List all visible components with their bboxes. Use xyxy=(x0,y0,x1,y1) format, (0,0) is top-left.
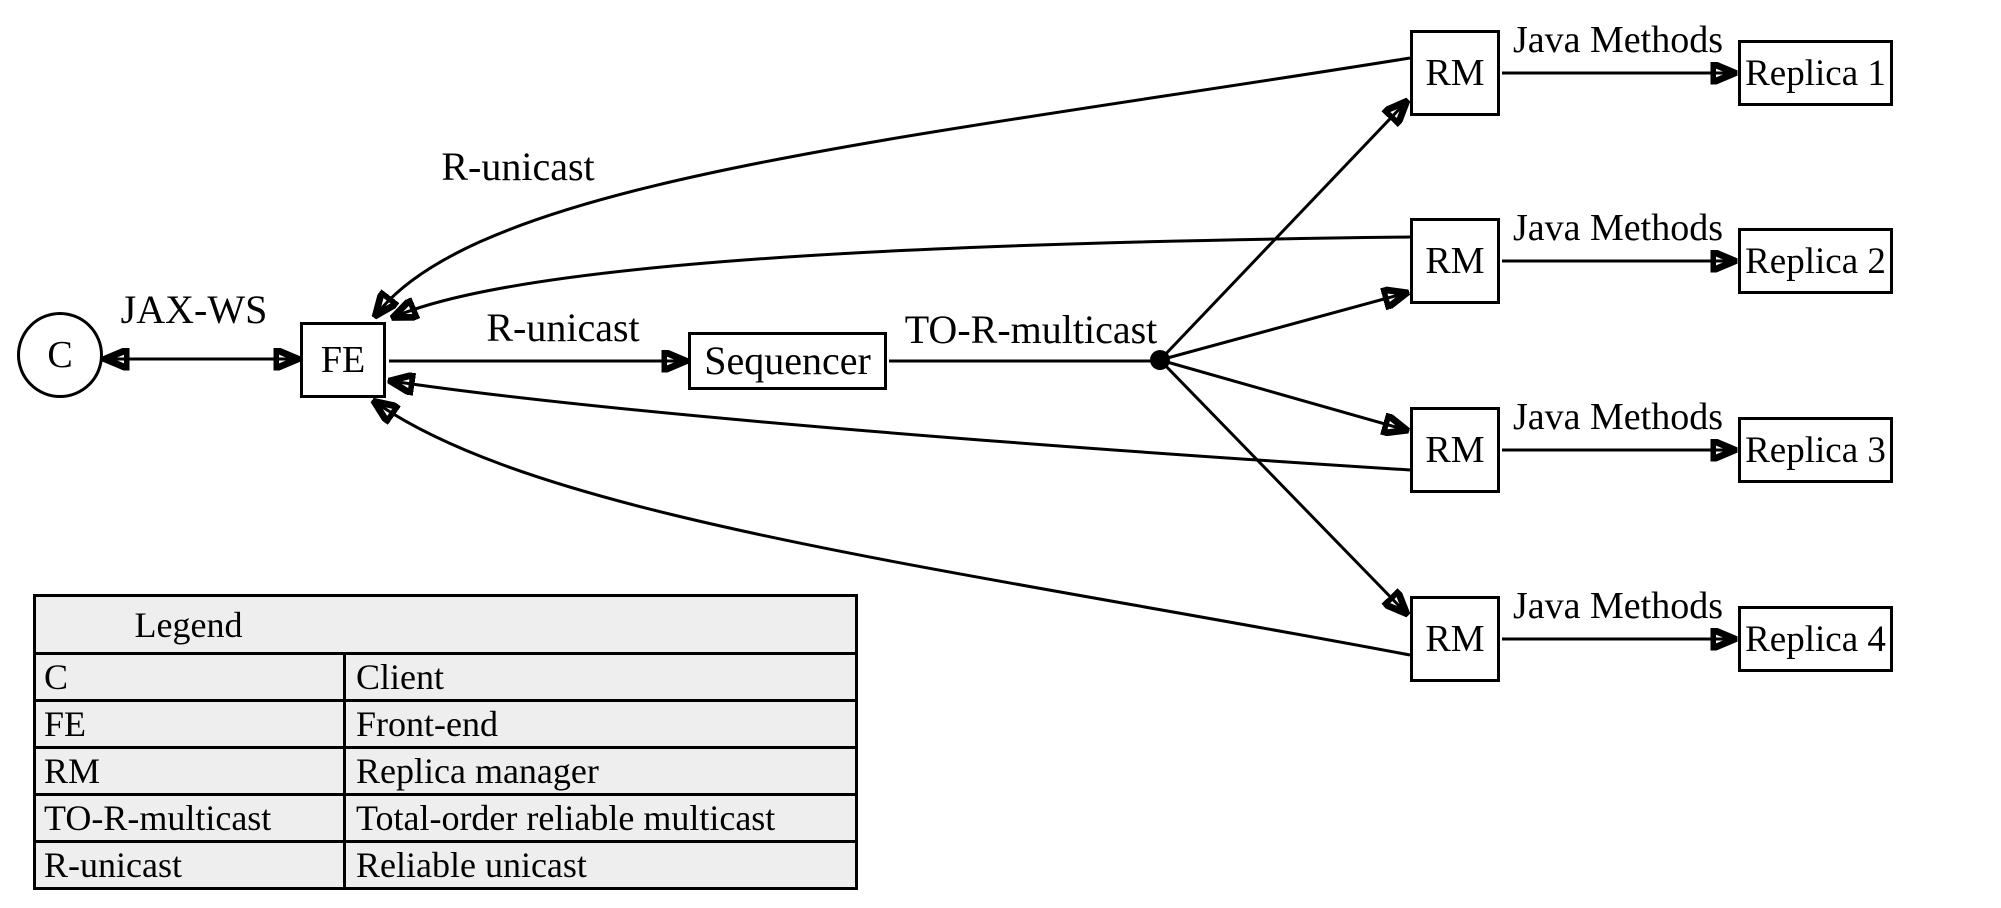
replica-label: Replica 1 xyxy=(1745,52,1886,94)
rm-label: RM xyxy=(1425,240,1485,282)
replica-manager-node-2: RM xyxy=(1410,218,1500,304)
edge-dot-rm1 xyxy=(1158,102,1406,362)
legend-value: Reliable unicast xyxy=(356,845,587,885)
rm-label: RM xyxy=(1425,618,1485,660)
replica-manager-node-3: RM xyxy=(1410,407,1500,493)
frontend-label: FE xyxy=(320,339,366,381)
legend-value: Front-end xyxy=(356,704,498,744)
replica-manager-node-1: RM xyxy=(1410,30,1500,116)
rm-label: RM xyxy=(1425,52,1485,94)
legend-value: Client xyxy=(356,657,444,697)
legend-key: R-unicast xyxy=(36,843,346,887)
legend-value: Total-order reliable multicast xyxy=(356,798,776,838)
edge-dot-rm2 xyxy=(1159,293,1406,362)
edge-dot-rm3 xyxy=(1159,358,1406,430)
edge-rm2-fe-return xyxy=(394,235,1411,317)
replica-manager-node-4: RM xyxy=(1410,596,1500,682)
replica-label: Replica 2 xyxy=(1745,240,1886,282)
edge-rm4-fe-return xyxy=(375,402,1411,657)
replica-label: Replica 3 xyxy=(1745,429,1886,471)
replica-label: Replica 4 xyxy=(1745,618,1886,660)
sequencer-label: Sequencer xyxy=(704,338,871,383)
legend-key: FE xyxy=(36,702,346,746)
edge-label-jax-ws: JAX-WS xyxy=(120,287,268,332)
rm-label: RM xyxy=(1425,429,1485,471)
legend-value: Replica manager xyxy=(356,751,599,791)
legend-row-to-r-multicast: TO-R-multicast Total-order reliable mult… xyxy=(36,796,855,843)
edge-label-java-methods-4: Java Methods xyxy=(1512,585,1724,627)
legend-header: Legend xyxy=(36,597,855,655)
legend-key: C xyxy=(36,655,346,699)
edge-label-java-methods-3: Java Methods xyxy=(1512,396,1724,438)
replica-node-3: Replica 3 xyxy=(1738,417,1893,483)
sequencer-node: Sequencer xyxy=(688,332,887,390)
legend-title: Legend xyxy=(134,604,243,645)
legend-row-replica-manager: RM Replica manager xyxy=(36,749,855,796)
replica-node-4: Replica 4 xyxy=(1738,606,1893,672)
client-node: C xyxy=(17,312,103,398)
legend-key: TO-R-multicast xyxy=(36,796,346,840)
replica-node-2: Replica 2 xyxy=(1738,228,1893,294)
edge-rm3-fe-return xyxy=(391,381,1411,472)
frontend-node: FE xyxy=(300,322,386,398)
edge-label-to-r-multicast: TO-R-multicast xyxy=(904,307,1158,352)
edge-dot-rm4 xyxy=(1158,358,1406,613)
edge-label-java-methods-2: Java Methods xyxy=(1512,207,1724,249)
legend-row-client: C Client xyxy=(36,655,855,702)
legend-row-frontend: FE Front-end xyxy=(36,702,855,749)
legend-table: Legend C Client FE Front-end RM Replica … xyxy=(33,594,858,890)
legend-row-r-unicast: R-unicast Reliable unicast xyxy=(36,843,855,887)
client-label: C xyxy=(47,334,73,376)
legend-key: RM xyxy=(36,749,346,793)
replica-node-1: Replica 1 xyxy=(1738,40,1893,106)
edge-rm1-fe-return xyxy=(376,56,1411,315)
edge-label-r-unicast-return: R-unicast xyxy=(441,144,595,189)
edge-label-r-unicast-forward: R-unicast xyxy=(486,305,640,350)
edge-label-java-methods-1: Java Methods xyxy=(1512,19,1724,61)
